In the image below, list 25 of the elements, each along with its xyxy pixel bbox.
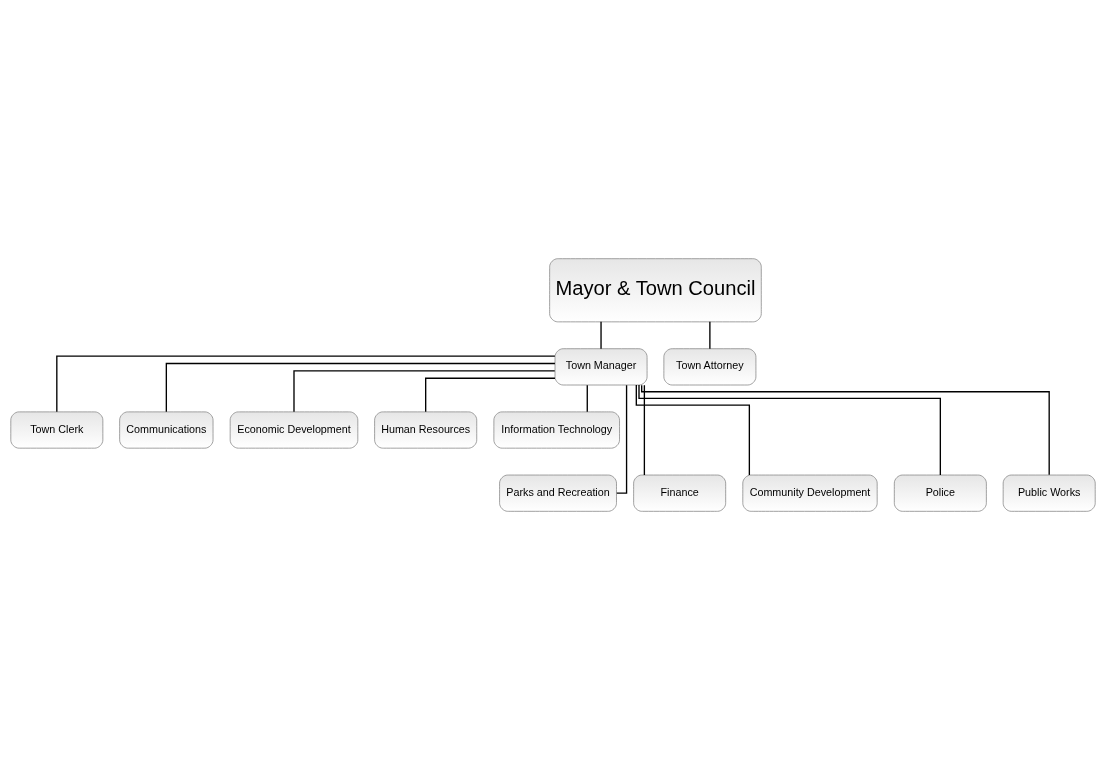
connector	[56, 355, 556, 413]
node-box: Finance	[633, 474, 727, 512]
connector	[638, 384, 941, 476]
connector	[709, 321, 711, 350]
connector	[586, 384, 588, 413]
node-box: Town Manager	[554, 348, 648, 386]
connector	[635, 384, 751, 476]
node-box: Town Clerk	[10, 411, 104, 449]
node-box: Police	[893, 474, 987, 512]
node-box: Information Technology	[493, 411, 620, 449]
connector	[600, 321, 602, 350]
node-box: Public Works	[1002, 474, 1096, 512]
connector	[641, 384, 1050, 476]
node-box: Economic Development	[229, 411, 359, 449]
node-box: Community Development	[742, 474, 878, 512]
connector	[165, 362, 556, 413]
connector	[643, 384, 646, 476]
connector	[425, 377, 556, 413]
node-box: Town Attorney	[663, 348, 757, 386]
node-box: Human Resources	[374, 411, 478, 449]
node-box: Parks and Recreation	[499, 474, 617, 512]
node-box: Mayor & Town Council	[549, 258, 762, 323]
node-box: Communications	[119, 411, 214, 449]
connector	[293, 370, 556, 413]
connector	[616, 384, 628, 494]
